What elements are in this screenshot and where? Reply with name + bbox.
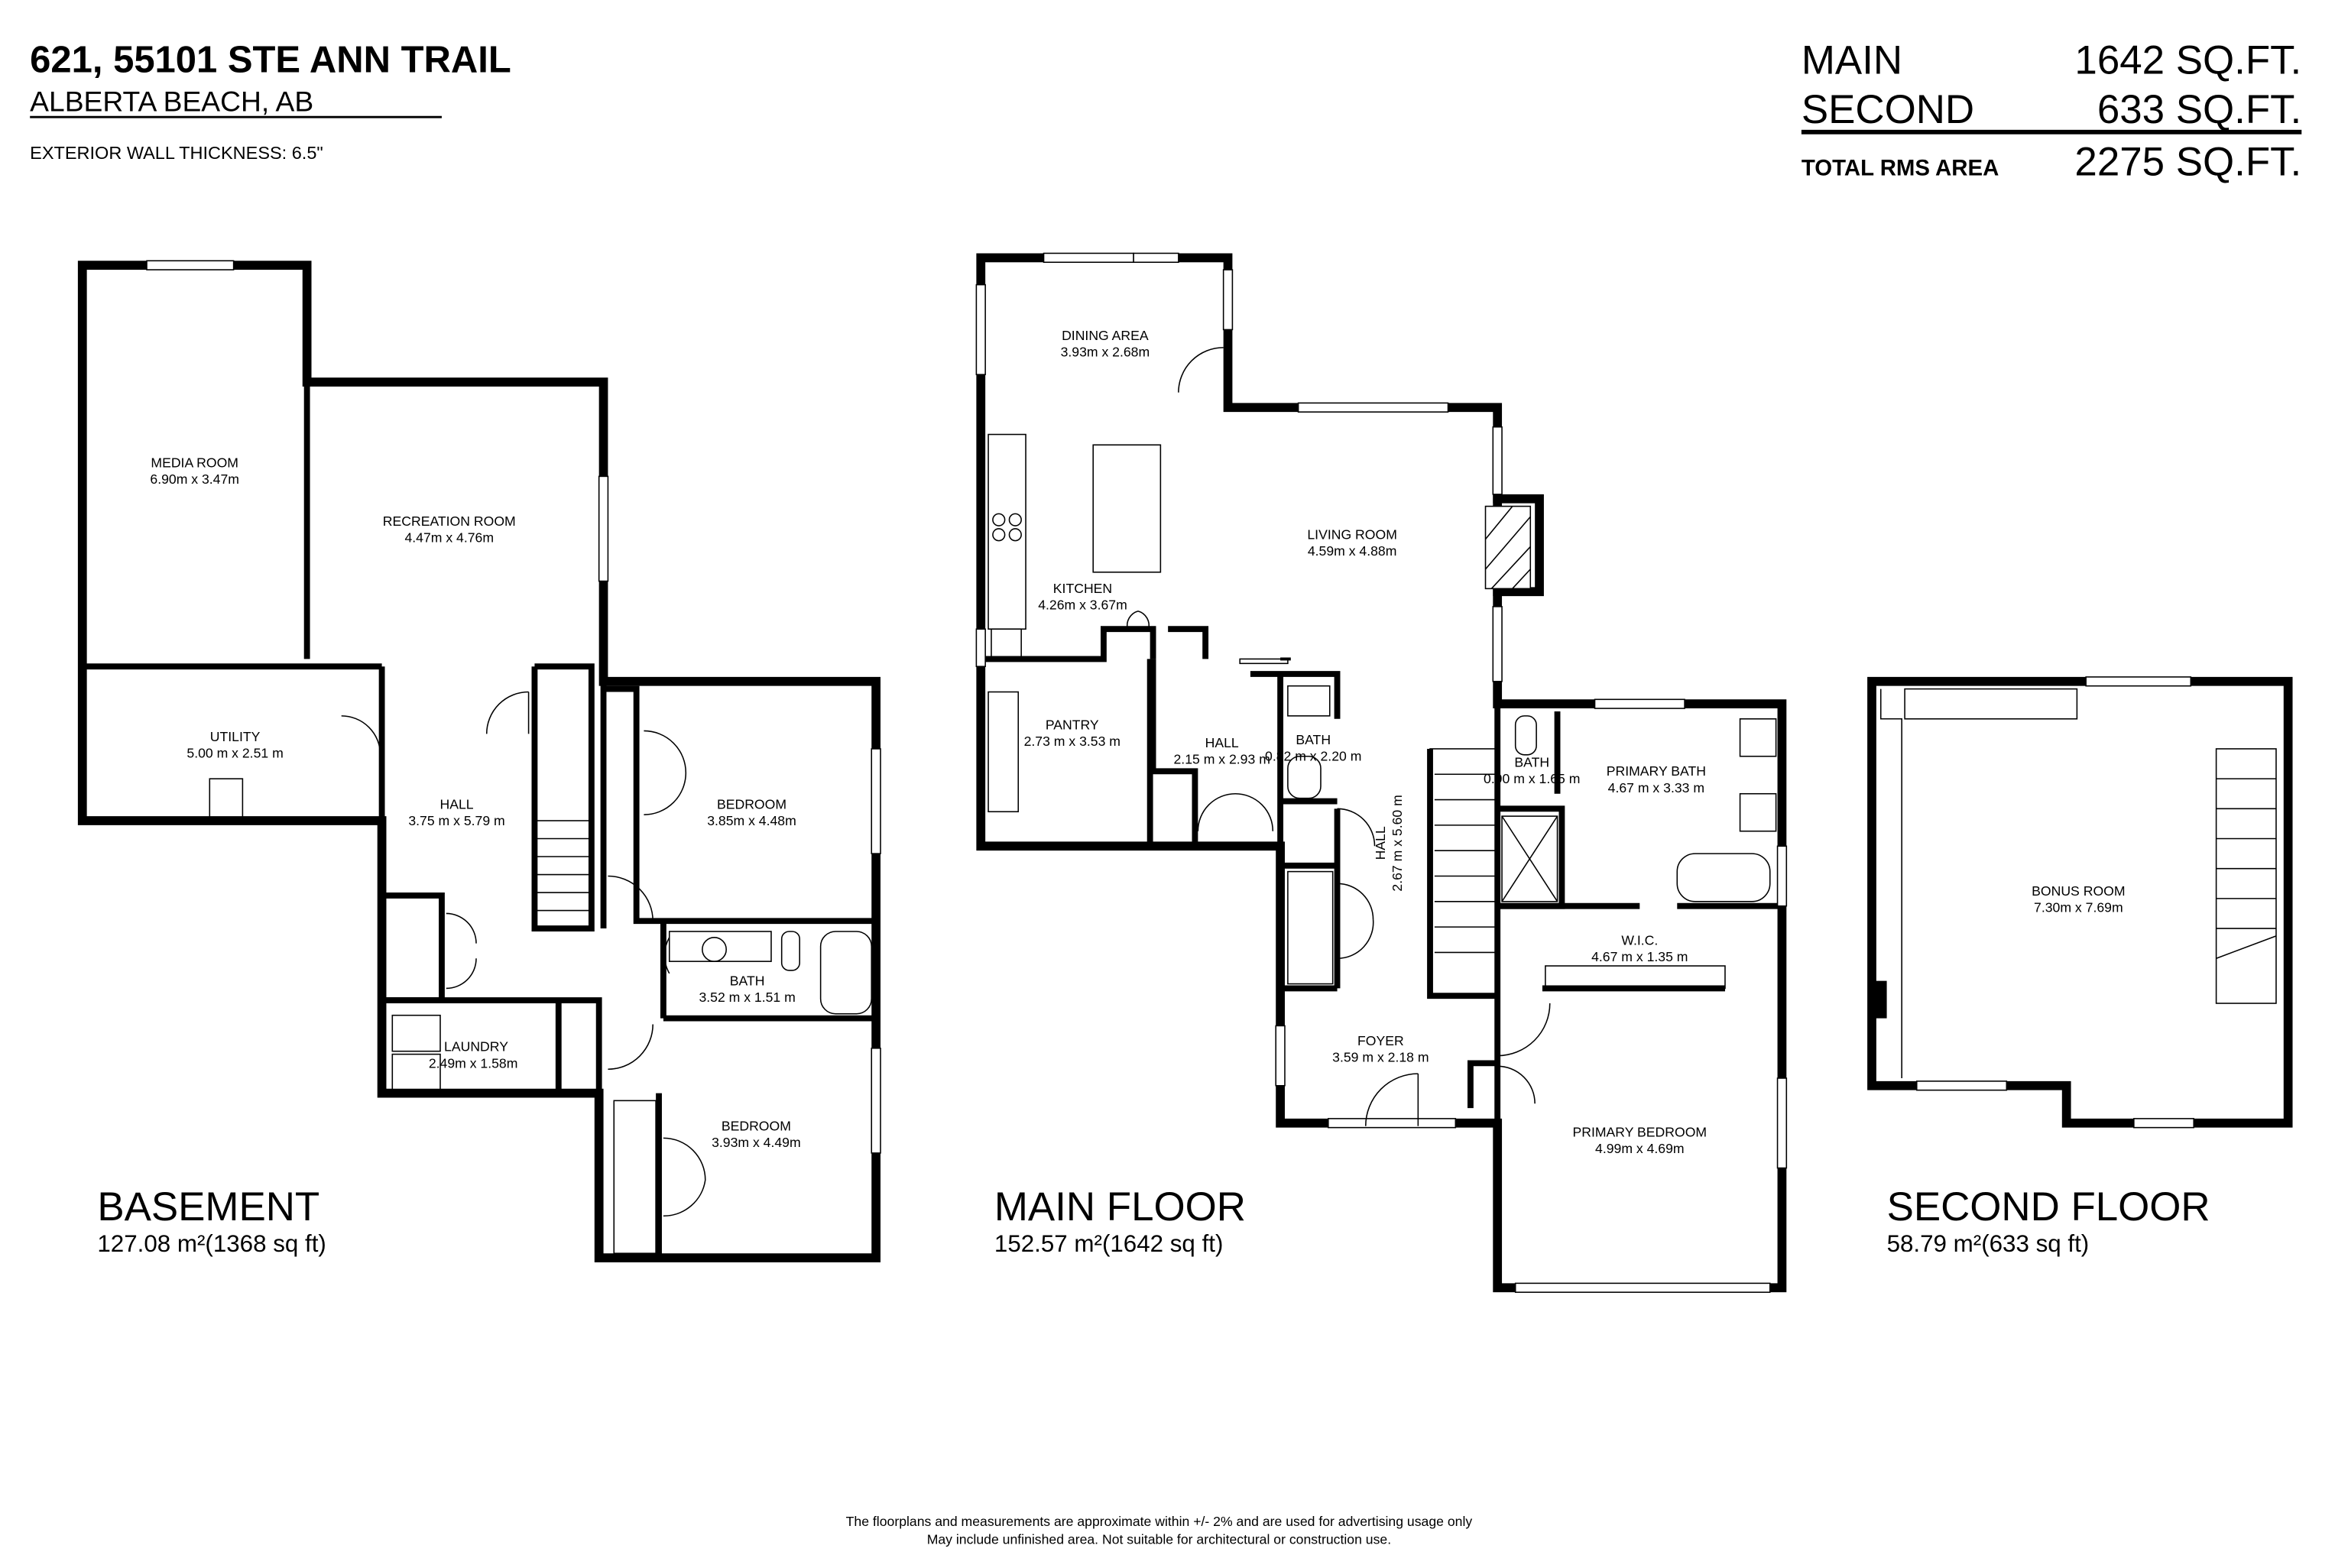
disclaimer-line-2: May include unfinished area. Not suitabl… (927, 1531, 1391, 1547)
room-dims: 0.82 m x 2.20 m (1265, 749, 1361, 764)
room-label: HALL (1373, 826, 1388, 860)
room-label: FOYER (1357, 1033, 1404, 1048)
floor-area: 127.08 m²(1368 sq ft) (97, 1230, 326, 1257)
room-dims: 3.93m x 2.68m (1061, 345, 1150, 360)
room-dims: 4.26m x 3.67m (1038, 598, 1127, 613)
room-label: DINING AREA (1062, 328, 1149, 343)
main-floor-plan: DINING AREA 3.93m x 2.68m KITCHEN 4.26m … (975, 252, 1788, 1293)
room-dims: 7.30m x 7.69m (2034, 900, 2123, 915)
room-label: HALL (440, 796, 474, 812)
disclaimer-line-1: The floorplans and measurements are appr… (846, 1514, 1473, 1529)
room-dims: 0.90 m x 1.65 m (1484, 771, 1580, 786)
room-label: BATH (1514, 754, 1549, 769)
room-label: PRIMARY BATH (1607, 763, 1706, 779)
room-dims: 3.85m x 4.48m (707, 813, 796, 828)
room-dims: 4.67 m x 1.35 m (1591, 949, 1688, 964)
room-label: MEDIA ROOM (151, 455, 238, 471)
summary-total-label: TOTAL RMS AREA (1802, 156, 1999, 181)
floor-name: MAIN FLOOR (994, 1184, 1246, 1229)
room-dims: 4.67 m x 3.33 m (1608, 780, 1704, 795)
room-dims: 2.73 m x 3.53 m (1024, 734, 1120, 749)
room-dims: 6.90m x 3.47m (150, 471, 239, 487)
room-dims: 4.47m x 4.76m (404, 530, 494, 546)
room-dims: 2.15 m x 2.93 m (1174, 752, 1270, 767)
floor-name: SECOND FLOOR (1887, 1184, 2210, 1229)
city-subtitle: ALBERTA BEACH, AB (30, 85, 313, 117)
floor-area: 58.79 m²(633 sq ft) (1887, 1230, 2090, 1257)
room-label: KITCHEN (1053, 581, 1112, 596)
room-dims: 3.93m x 4.49m (712, 1135, 801, 1150)
room-dims: 4.59m x 4.88m (1308, 543, 1397, 559)
summary-value-second: 633 SQ.FT. (2097, 87, 2301, 132)
room-label: BEDROOM (717, 796, 786, 812)
summary-label-second: SECOND (1802, 87, 1974, 132)
summary-value-main: 1642 SQ.FT. (2074, 37, 2301, 83)
room-label: PRIMARY BEDROOM (1572, 1124, 1707, 1139)
summary-label-main: MAIN (1802, 37, 1902, 83)
room-label: LIVING ROOM (1307, 527, 1397, 543)
room-label: LAUNDRY (444, 1039, 508, 1055)
room-dims: 4.99m x 4.69m (1595, 1141, 1685, 1156)
room-dims: 3.52 m x 1.51 m (699, 990, 795, 1005)
room-label: BATH (1296, 732, 1331, 747)
room-label: BONUS ROOM (2032, 883, 2125, 899)
room-label: UTILITY (210, 729, 261, 744)
floor-area: 152.57 m²(1642 sq ft) (994, 1230, 1224, 1257)
room-dims: 3.59 m x 2.18 m (1332, 1049, 1429, 1064)
room-dims: 2.67 m x 5.60 m (1390, 795, 1405, 891)
room-label: BEDROOM (722, 1119, 791, 1134)
wall-thickness-note: EXTERIOR WALL THICKNESS: 6.5" (30, 143, 323, 163)
room-dims: 2.49m x 1.58m (429, 1055, 518, 1071)
room-label: PANTRY (1046, 717, 1099, 732)
summary-total-value: 2275 SQ.FT. (2074, 140, 2301, 185)
room-label: W.I.C. (1621, 933, 1658, 948)
room-label: BATH (730, 974, 765, 989)
room-label: HALL (1205, 735, 1239, 750)
basement-plan: MEDIA ROOM 6.90m x 3.47m RECREATION ROOM… (77, 260, 881, 1262)
room-dims: 3.75 m x 5.79 m (408, 813, 504, 828)
second-floor-plan: BONUS ROOM 7.30m x 7.69m SECOND FLOOR 58… (1867, 676, 2293, 1257)
room-dims: 5.00 m x 2.51 m (186, 746, 283, 761)
area-summary: MAIN 1642 SQ.FT. SECOND 633 SQ.FT. TOTAL… (1802, 37, 2301, 184)
room-label: RECREATION ROOM (383, 513, 516, 529)
address-title: 621, 55101 STE ANN TRAIL (30, 39, 511, 80)
floor-name: BASEMENT (97, 1184, 319, 1229)
